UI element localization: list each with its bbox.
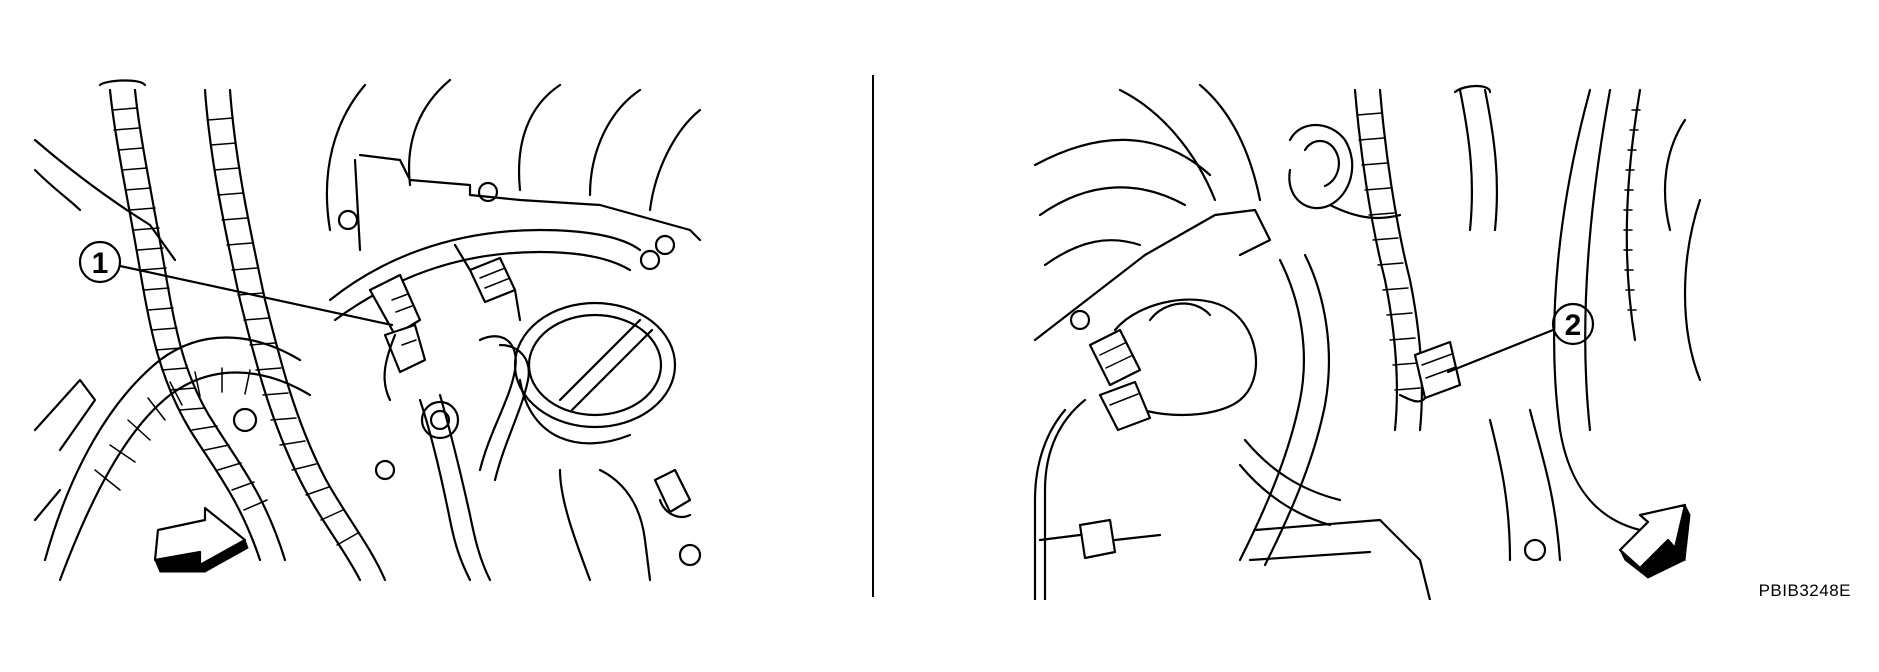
callout-1-number: 1	[92, 247, 109, 280]
manifold-flange	[358, 153, 702, 242]
callout-1: 1	[78, 240, 394, 327]
solenoid-valve	[1033, 298, 1258, 600]
sensor-connector-1	[368, 273, 427, 402]
callout-2: 2	[1446, 302, 1595, 374]
corrugated-harness-left	[98, 79, 287, 562]
intake-runners	[325, 78, 702, 232]
corrugated-harness-center	[203, 88, 387, 582]
hose-loop	[1288, 84, 1499, 232]
bulkhead	[33, 138, 177, 262]
left-panel	[33, 78, 702, 582]
hose-clamp	[653, 468, 702, 567]
figure-code: PBIB3248E	[1758, 581, 1851, 600]
canister-cap	[513, 301, 677, 445]
fender-right	[1553, 88, 1702, 532]
sensor-connector-2	[1398, 340, 1462, 403]
callout-2-number: 2	[1565, 309, 1582, 342]
corrugated-harness-right	[1353, 88, 1424, 432]
coolant-hose-lower	[43, 336, 312, 582]
connector-top	[453, 243, 522, 322]
front-arrow-left	[153, 506, 249, 573]
intake-runners-right	[1033, 83, 1262, 267]
front-arrow-right	[1618, 503, 1691, 579]
manifold-flange-right	[1033, 208, 1272, 342]
right-panel	[1033, 83, 1702, 600]
